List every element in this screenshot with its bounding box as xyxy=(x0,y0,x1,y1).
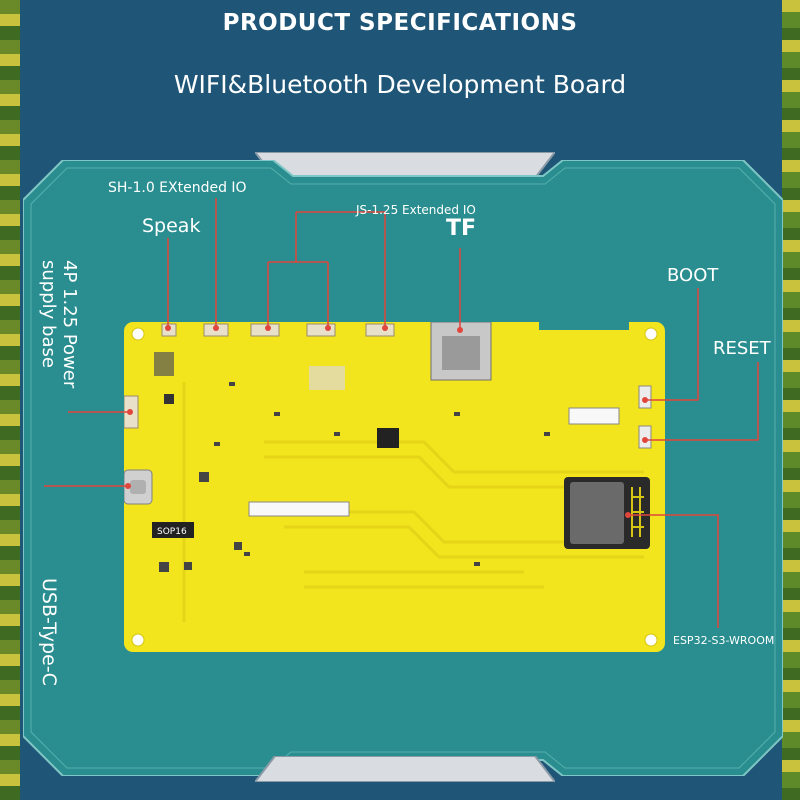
label-usb-type-c: USB-Type-C xyxy=(38,578,60,686)
pcb-artwork: SOP16 xyxy=(123,321,658,647)
label-js-extended-io: JS-1.25 Extended IO xyxy=(356,203,476,217)
label-module: ESP32-S3-WROOM xyxy=(673,634,775,647)
page-subtitle: WIFI&Bluetooth Development Board xyxy=(173,70,627,99)
label-reset: RESET xyxy=(713,338,771,359)
label-boot: BOOT xyxy=(667,265,719,286)
label-tf: TF xyxy=(446,216,477,241)
pcb-board: SOP16 xyxy=(123,321,665,652)
label-power-line2: supply base xyxy=(38,260,59,368)
right-border-stripe xyxy=(782,0,800,800)
label-speak: Speak xyxy=(142,215,201,237)
label-power-line1: 4P 1.25 Power xyxy=(59,260,80,389)
label-sh-extended-io: SH-1.0 EXtended IO xyxy=(108,180,247,196)
chip-marking: SOP16 xyxy=(157,527,187,537)
label-power-supply-base: 4P 1.25 Power supply base xyxy=(30,260,80,430)
page-title: PRODUCT SPECIFICATIONS xyxy=(222,10,578,36)
left-border-stripe xyxy=(0,0,20,800)
